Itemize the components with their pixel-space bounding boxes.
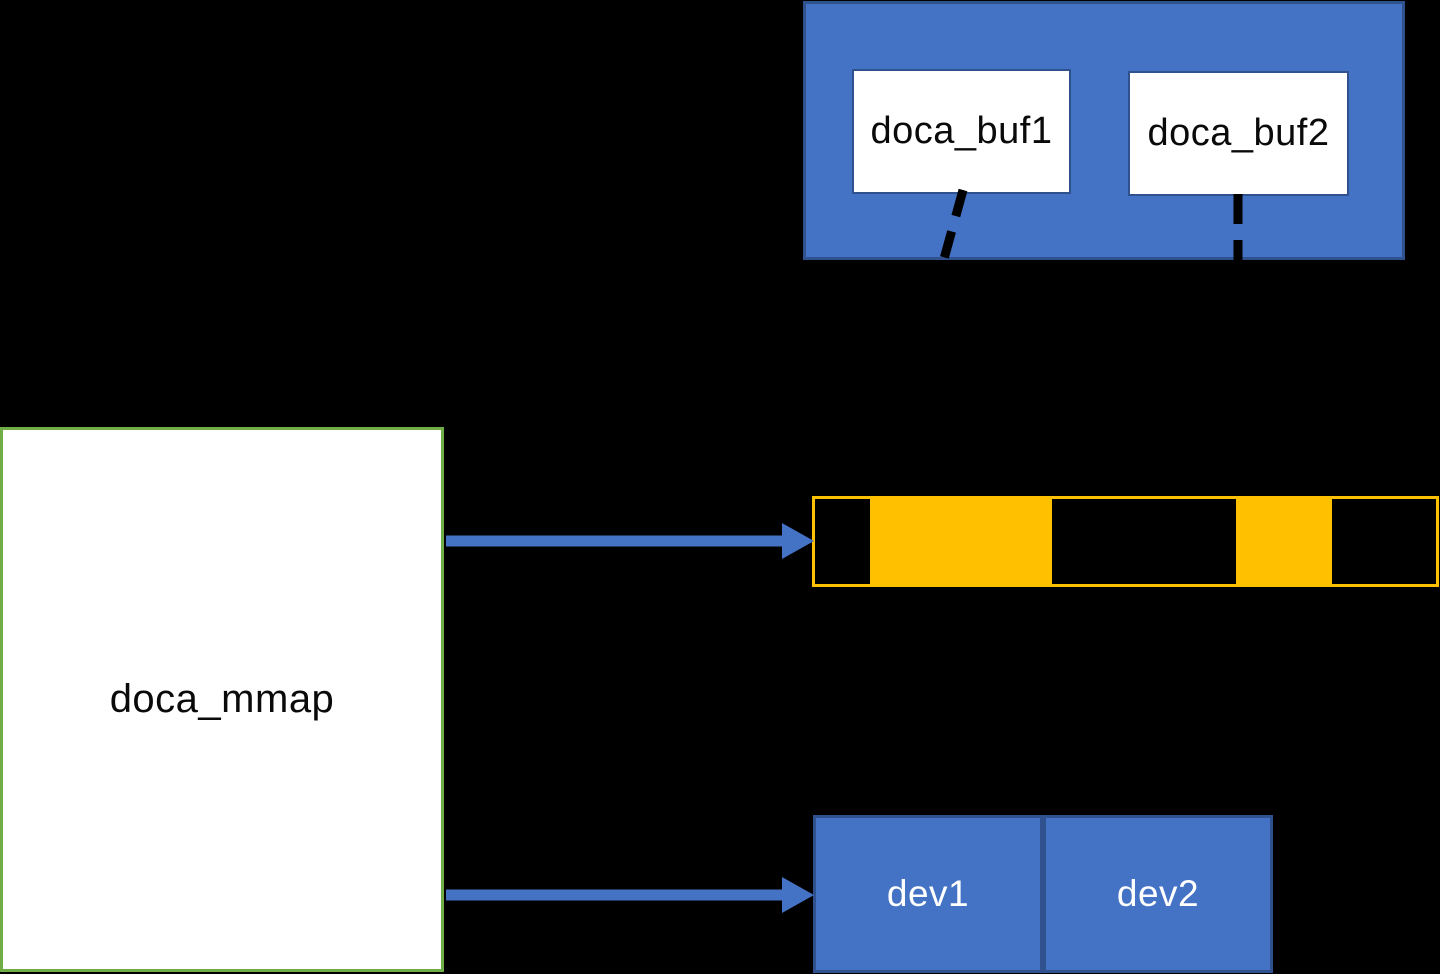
dev2-box: dev2: [1043, 815, 1273, 973]
memory-bar: [812, 496, 1439, 587]
doca-mmap-label: doca_mmap: [109, 677, 335, 721]
doca-buf1-box: doca_buf1: [852, 69, 1071, 194]
mmap-to-devices-arrow: [446, 877, 814, 913]
doca-buf1-label: doca_buf1: [870, 110, 1053, 152]
memory-bar-segment-free: [1052, 499, 1236, 584]
doca-buf-container: doca_buf1 doca_buf2: [803, 1, 1405, 260]
mmap-to-memory-arrow: [446, 523, 814, 559]
doca-mmap-box: doca_mmap: [0, 427, 444, 972]
dev1-label: dev1: [886, 873, 970, 914]
memory-bar-segment-allocated: [870, 499, 1052, 584]
memory-bar-segment-free: [1332, 499, 1436, 584]
memory-bar-segment-free: [815, 499, 870, 584]
doca-buf2-label: doca_buf2: [1147, 112, 1330, 154]
devices-group: dev1 dev2: [813, 815, 1273, 973]
memory-bar-segment-allocated: [1236, 499, 1332, 584]
doca-buf2-box: doca_buf2: [1128, 71, 1349, 196]
dev1-box: dev1: [813, 815, 1043, 973]
dev2-label: dev2: [1116, 873, 1200, 914]
